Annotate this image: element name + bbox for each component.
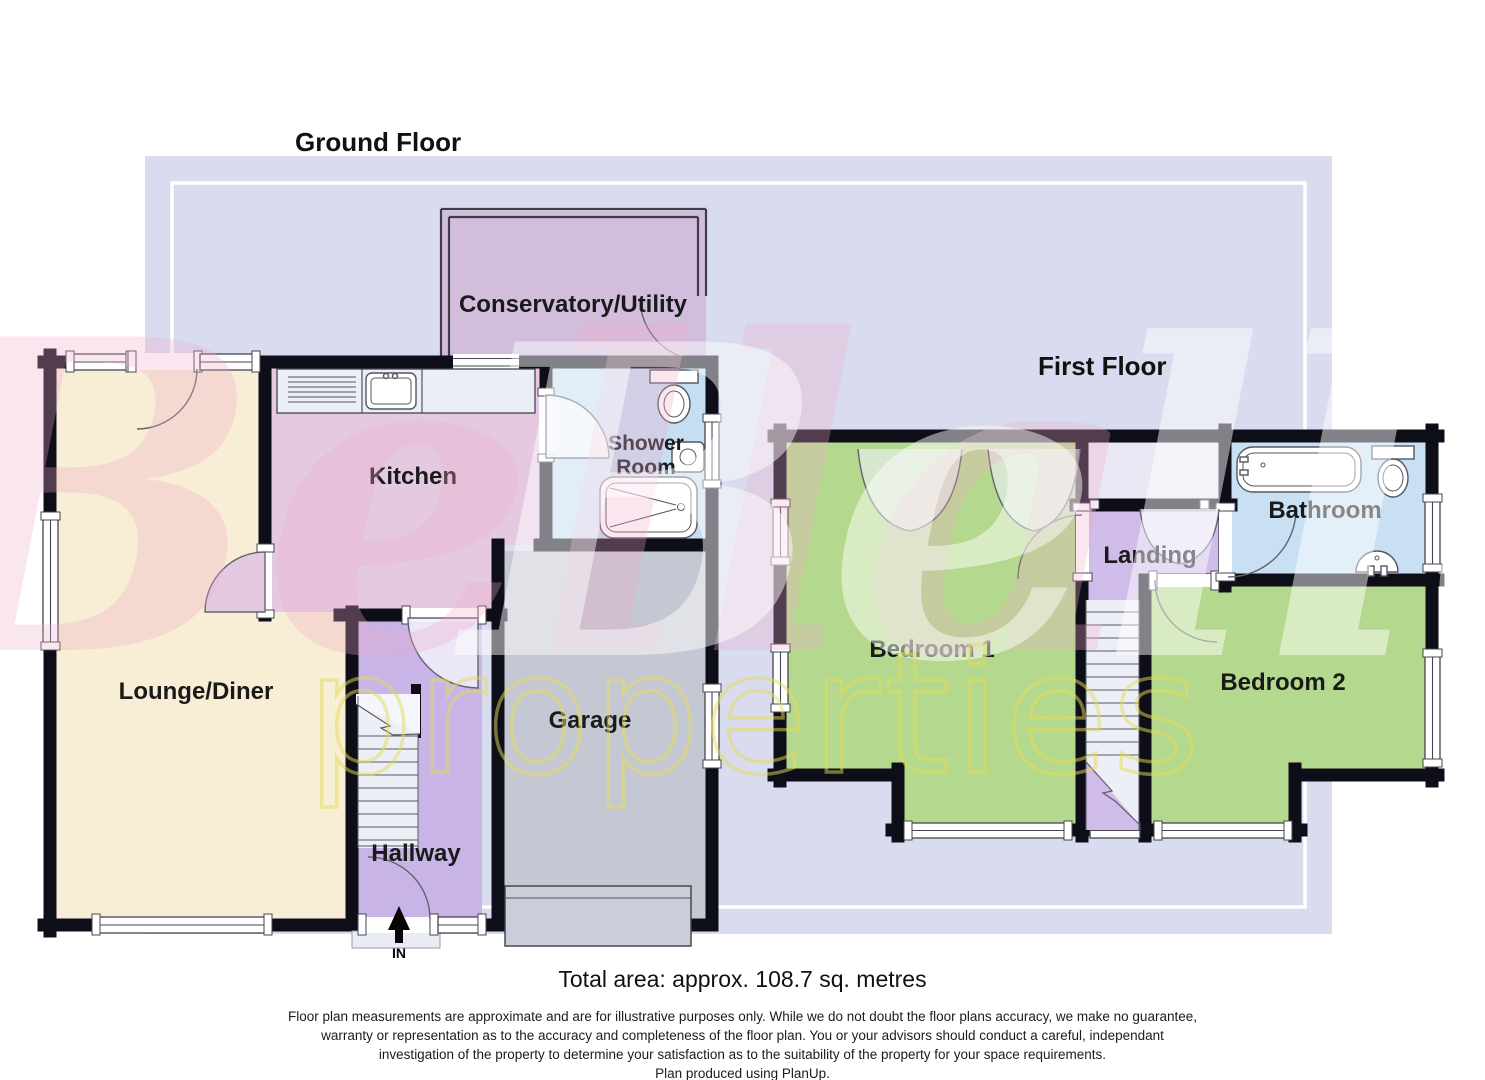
bedroom2-door xyxy=(1148,570,1220,643)
room-label-bedroom2: Bedroom 2 xyxy=(1220,669,1345,696)
room-label-garage: Garage xyxy=(549,707,632,734)
bath-icon xyxy=(1236,446,1362,493)
door-arc xyxy=(545,394,610,459)
door-arc xyxy=(136,368,198,430)
window xyxy=(770,498,791,566)
room-kitchen xyxy=(268,368,540,612)
shower-door xyxy=(537,387,610,463)
first-floor-title: First Floor xyxy=(1038,351,1167,381)
landing-cupboard-arch xyxy=(1139,508,1220,565)
kitchen-sink-icon xyxy=(276,368,536,414)
hallway-door xyxy=(401,605,487,689)
basin-icon xyxy=(671,441,705,473)
door-arc xyxy=(1017,514,1083,580)
disclaimer-line: investigation of the property to determi… xyxy=(378,1047,1107,1062)
total-area-text: Total area: approx. 108.7 sq. metres xyxy=(558,966,927,992)
room-label-bedroom1: Bedroom 1 xyxy=(869,636,994,663)
window xyxy=(437,913,487,936)
wall-post xyxy=(1199,499,1210,510)
landing-stair-throat xyxy=(1086,574,1139,604)
window xyxy=(702,413,722,489)
room-bedroom2 xyxy=(1151,586,1426,824)
entrance-label: IN xyxy=(392,945,406,961)
first-floor-plan: Bedroom 1 Bedroom 2 Landing Bathroom xyxy=(767,423,1445,843)
window xyxy=(903,820,1073,841)
garage-door xyxy=(504,885,692,947)
ground-floor-plan: IN xyxy=(37,207,722,961)
window xyxy=(1422,648,1443,768)
room-label-shower-line2: Room xyxy=(616,456,676,479)
disclaimer-line: Floor plan measurements are approximate … xyxy=(288,1009,1197,1024)
basin-icon xyxy=(1355,550,1399,577)
disclaimer: Floor plan measurements are approximate … xyxy=(0,1007,1485,1080)
door-arc xyxy=(1154,579,1218,643)
wall-post xyxy=(1089,499,1100,510)
entrance-arrow-icon xyxy=(388,906,410,943)
door-arc xyxy=(204,551,266,613)
disclaimer-line: Plan produced using PlanUp. xyxy=(655,1066,830,1080)
window xyxy=(770,643,791,713)
window xyxy=(702,683,722,769)
entrance: IN xyxy=(351,856,441,961)
room-label-hallway: Hallway xyxy=(371,840,461,867)
room-conservatory xyxy=(441,211,706,364)
conservatory-opening xyxy=(453,354,519,370)
room-label-lounge: Lounge/Diner xyxy=(119,678,274,705)
stairs-underside xyxy=(1086,762,1139,830)
bedroom1-door xyxy=(1017,502,1093,582)
toilet-icon xyxy=(649,369,699,424)
door-arc xyxy=(1227,508,1297,578)
door-arc xyxy=(407,617,479,689)
wardrobe-arch xyxy=(857,448,963,532)
window xyxy=(65,350,135,373)
room-lounge xyxy=(56,361,346,919)
room-label-bathroom: Bathroom xyxy=(1268,497,1381,524)
ground-floor-title: Ground Floor xyxy=(295,127,461,157)
room-bedroom1 xyxy=(786,442,1076,824)
room-label-kitchen: Kitchen xyxy=(369,463,457,490)
wardrobe-arch xyxy=(987,448,1081,532)
eaves-space xyxy=(1082,443,1219,505)
room-garage xyxy=(504,551,706,919)
window xyxy=(40,511,61,651)
room-label-shower-line1: Shower xyxy=(608,432,684,455)
window xyxy=(1153,820,1293,841)
shower-bath-icon xyxy=(599,476,698,539)
room-label-conservatory: Conservatory/Utility xyxy=(459,291,688,318)
stairs xyxy=(355,694,421,848)
stairs xyxy=(1085,600,1140,830)
door-arc xyxy=(367,856,431,920)
door-opening xyxy=(127,350,203,430)
bathroom-door xyxy=(1215,502,1297,582)
window xyxy=(1422,493,1443,573)
window xyxy=(199,350,261,373)
disclaimer-line: warranty or representation as to the acc… xyxy=(321,1028,1164,1043)
toilet-icon xyxy=(1371,445,1415,498)
kitchen-lounge-door xyxy=(204,543,275,619)
window xyxy=(91,913,273,936)
room-label-landing: Landing xyxy=(1103,542,1196,569)
